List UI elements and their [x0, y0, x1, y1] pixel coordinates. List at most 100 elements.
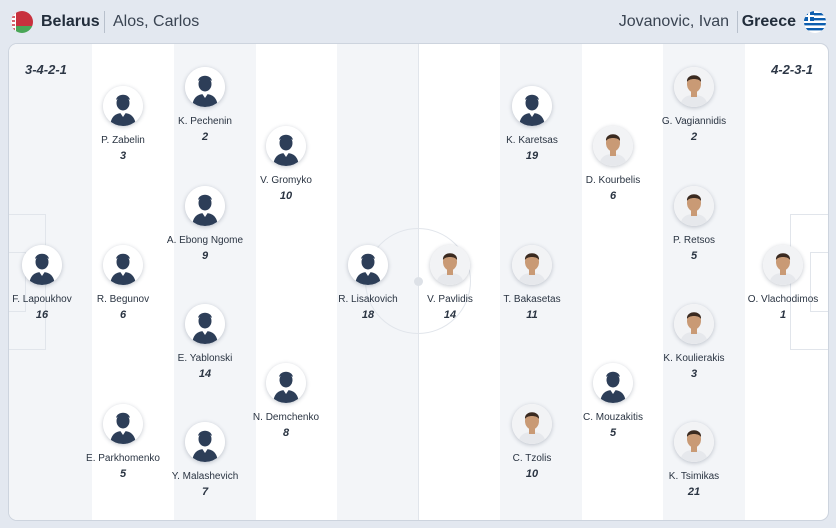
player-name: O. Vlachodimos [747, 294, 819, 305]
player-name: K. Koulierakis [663, 353, 725, 364]
player-silhouette-icon [185, 67, 225, 107]
player-card[interactable]: Y. Malashevich 7 [145, 422, 265, 512]
player-number: 19 [525, 150, 539, 162]
away-goal-area [810, 252, 828, 312]
player-name: R. Begunov [96, 294, 150, 305]
away-coach-name[interactable]: Jovanovic, Ivan [618, 13, 729, 30]
player-card[interactable]: V. Pavlidis 14 [390, 245, 510, 335]
player-number: 6 [609, 190, 617, 202]
player-number: 1 [779, 309, 787, 321]
home-goal-area [9, 252, 26, 312]
player-silhouette-icon [185, 304, 225, 344]
away-formation: 4-2-3-1 [771, 62, 813, 77]
player-silhouette-icon [593, 363, 633, 403]
player-silhouette-icon [348, 245, 388, 285]
player-number: 10 [525, 468, 539, 480]
home-formation: 3-4-2-1 [25, 62, 67, 77]
home-coach-name[interactable]: Alos, Carlos [113, 13, 200, 30]
player-number: 14 [443, 309, 457, 321]
player-card[interactable]: K. Karetsas 19 [472, 86, 592, 176]
player-number: 7 [201, 486, 209, 498]
player-card[interactable]: P. Retsos 5 [634, 186, 754, 276]
player-silhouette-icon [103, 86, 143, 126]
player-name: G. Vagiannidis [661, 116, 727, 127]
player-photo [430, 245, 470, 285]
player-number: 5 [119, 468, 127, 480]
header-divider [104, 11, 105, 33]
player-name: K. Karetsas [506, 135, 558, 146]
player-number: 2 [201, 131, 209, 143]
player-number: 10 [279, 190, 293, 202]
player-number: 18 [361, 309, 375, 321]
player-photo [674, 67, 714, 107]
player-photo [763, 245, 803, 285]
player-name: K. Tsimikas [668, 471, 720, 482]
player-card[interactable]: C. Tzolis 10 [472, 404, 592, 494]
player-number: 5 [609, 427, 617, 439]
player-number: 9 [201, 250, 209, 262]
player-silhouette-icon [22, 245, 62, 285]
player-silhouette-icon [103, 245, 143, 285]
player-card[interactable]: G. Vagiannidis 2 [634, 67, 754, 157]
player-card[interactable]: C. Mouzakitis 5 [553, 363, 673, 453]
player-card[interactable]: V. Gromyko 10 [226, 126, 346, 216]
away-team-name[interactable]: Greece [741, 13, 796, 30]
player-silhouette-icon [103, 404, 143, 444]
player-photo [674, 186, 714, 226]
player-number: 11 [526, 309, 538, 321]
player-name: R. Lisakovich [338, 294, 398, 305]
player-name: C. Tzolis [512, 453, 552, 464]
player-card[interactable]: O. Vlachodimos 1 [723, 245, 828, 335]
player-name: N. Demchenko [252, 412, 320, 423]
player-photo [674, 304, 714, 344]
player-card[interactable]: K. Pechenin 2 [145, 67, 265, 157]
player-card[interactable]: P. Zabelin 3 [63, 86, 183, 176]
player-name: E. Yablonski [177, 353, 233, 364]
player-photo [674, 422, 714, 462]
player-silhouette-icon [185, 186, 225, 226]
home-team-name[interactable]: Belarus [41, 13, 100, 30]
player-name: Y. Malashevich [171, 471, 239, 482]
player-photo [512, 404, 552, 444]
player-silhouette-icon [185, 422, 225, 462]
player-name: V. Pavlidis [427, 294, 473, 305]
player-photo [593, 126, 633, 166]
player-number: 2 [690, 131, 698, 143]
player-number: 3 [119, 150, 127, 162]
player-card[interactable]: A. Ebong Ngome 9 [145, 186, 265, 276]
player-name: C. Mouzakitis [582, 412, 643, 423]
player-card[interactable]: K. Koulierakis 3 [634, 304, 754, 394]
player-card[interactable]: K. Tsimikas 21 [634, 422, 754, 512]
player-number: 3 [690, 368, 698, 380]
player-number: 8 [282, 427, 290, 439]
player-photo [512, 245, 552, 285]
player-name: F. Lapoukhov [12, 294, 72, 305]
player-name: E. Parkhomenko [86, 453, 160, 464]
player-name: K. Pechenin [178, 116, 232, 127]
player-card[interactable]: N. Demchenko 8 [226, 363, 346, 453]
player-name: P. Zabelin [101, 135, 145, 146]
player-name: D. Kourbelis [585, 175, 641, 186]
player-card[interactable]: E. Yablonski 14 [145, 304, 265, 394]
player-silhouette-icon [266, 126, 306, 166]
center-spot [414, 277, 423, 286]
player-card[interactable]: T. Bakasetas 11 [472, 245, 592, 335]
header-divider [737, 11, 738, 33]
match-header: Belarus Alos, Carlos Jovanovic, Ivan Gre… [0, 0, 836, 44]
player-number: 6 [119, 309, 127, 321]
player-card[interactable]: R. Begunov 6 [63, 245, 183, 335]
player-number: 5 [690, 250, 698, 262]
player-number: 21 [687, 486, 701, 498]
player-number: 14 [198, 368, 212, 380]
player-name: P. Retsos [672, 235, 716, 246]
player-card[interactable]: R. Lisakovich 18 [308, 245, 428, 335]
player-name: A. Ebong Ngome [166, 235, 244, 246]
player-name: T. Bakasetas [503, 294, 561, 305]
belarus-flag-icon [11, 11, 33, 33]
player-name: V. Gromyko [260, 175, 312, 186]
player-card[interactable]: D. Kourbelis 6 [553, 126, 673, 216]
player-card[interactable]: E. Parkhomenko 5 [63, 404, 183, 494]
player-silhouette-icon [512, 86, 552, 126]
